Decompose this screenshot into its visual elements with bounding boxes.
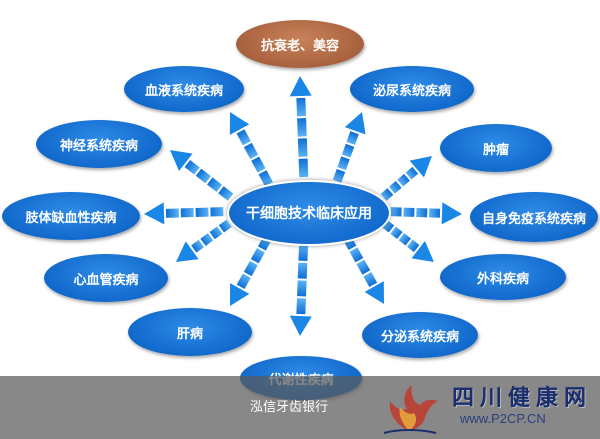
arrow-metabolic	[289, 244, 312, 337]
node-neurological: 神经系统疾病	[36, 120, 162, 168]
node-anti-aging: 抗衰老、美容	[236, 20, 364, 68]
arrow-neurological	[169, 149, 234, 201]
node-tumor: 肿瘤	[440, 124, 552, 172]
caption-bar	[0, 376, 600, 439]
center-node: 干细胞技术临床应用	[227, 180, 391, 246]
arrow-blood	[229, 111, 273, 187]
node-limb-ischemia: 肢体缺血性疾病	[2, 192, 140, 240]
arrow-anti-aging	[289, 76, 312, 178]
node-cardiovascular: 心血管疾病	[44, 254, 168, 302]
node-blood: 血液系统疾病	[124, 66, 244, 112]
arrow-group	[144, 76, 462, 337]
node-surgical: 外科疾病	[440, 254, 566, 300]
arrow-surgical	[381, 220, 434, 262]
node-endocrine: 分泌系统疾病	[362, 312, 478, 358]
watermark-url: www.P2CP.CN	[460, 411, 546, 426]
caption-text: 泓信牙齿银行	[250, 400, 329, 415]
arrow-cardiovascular	[176, 219, 232, 262]
arrow-autoimmune	[390, 202, 462, 225]
watermark-name: 四川健康网	[452, 386, 593, 411]
node-autoimmune: 自身免疫系统疾病	[470, 192, 598, 242]
arrow-endocrine	[342, 235, 384, 304]
arrow-liver	[229, 235, 272, 307]
arrow-urinary	[332, 112, 366, 183]
node-liver: 肝病	[128, 308, 252, 356]
arrow-tumor	[380, 156, 433, 201]
arrow-limb-ischemia	[144, 202, 224, 225]
phoenix-logo-icon	[383, 385, 438, 434]
node-urinary: 泌尿系统疾病	[350, 66, 474, 112]
